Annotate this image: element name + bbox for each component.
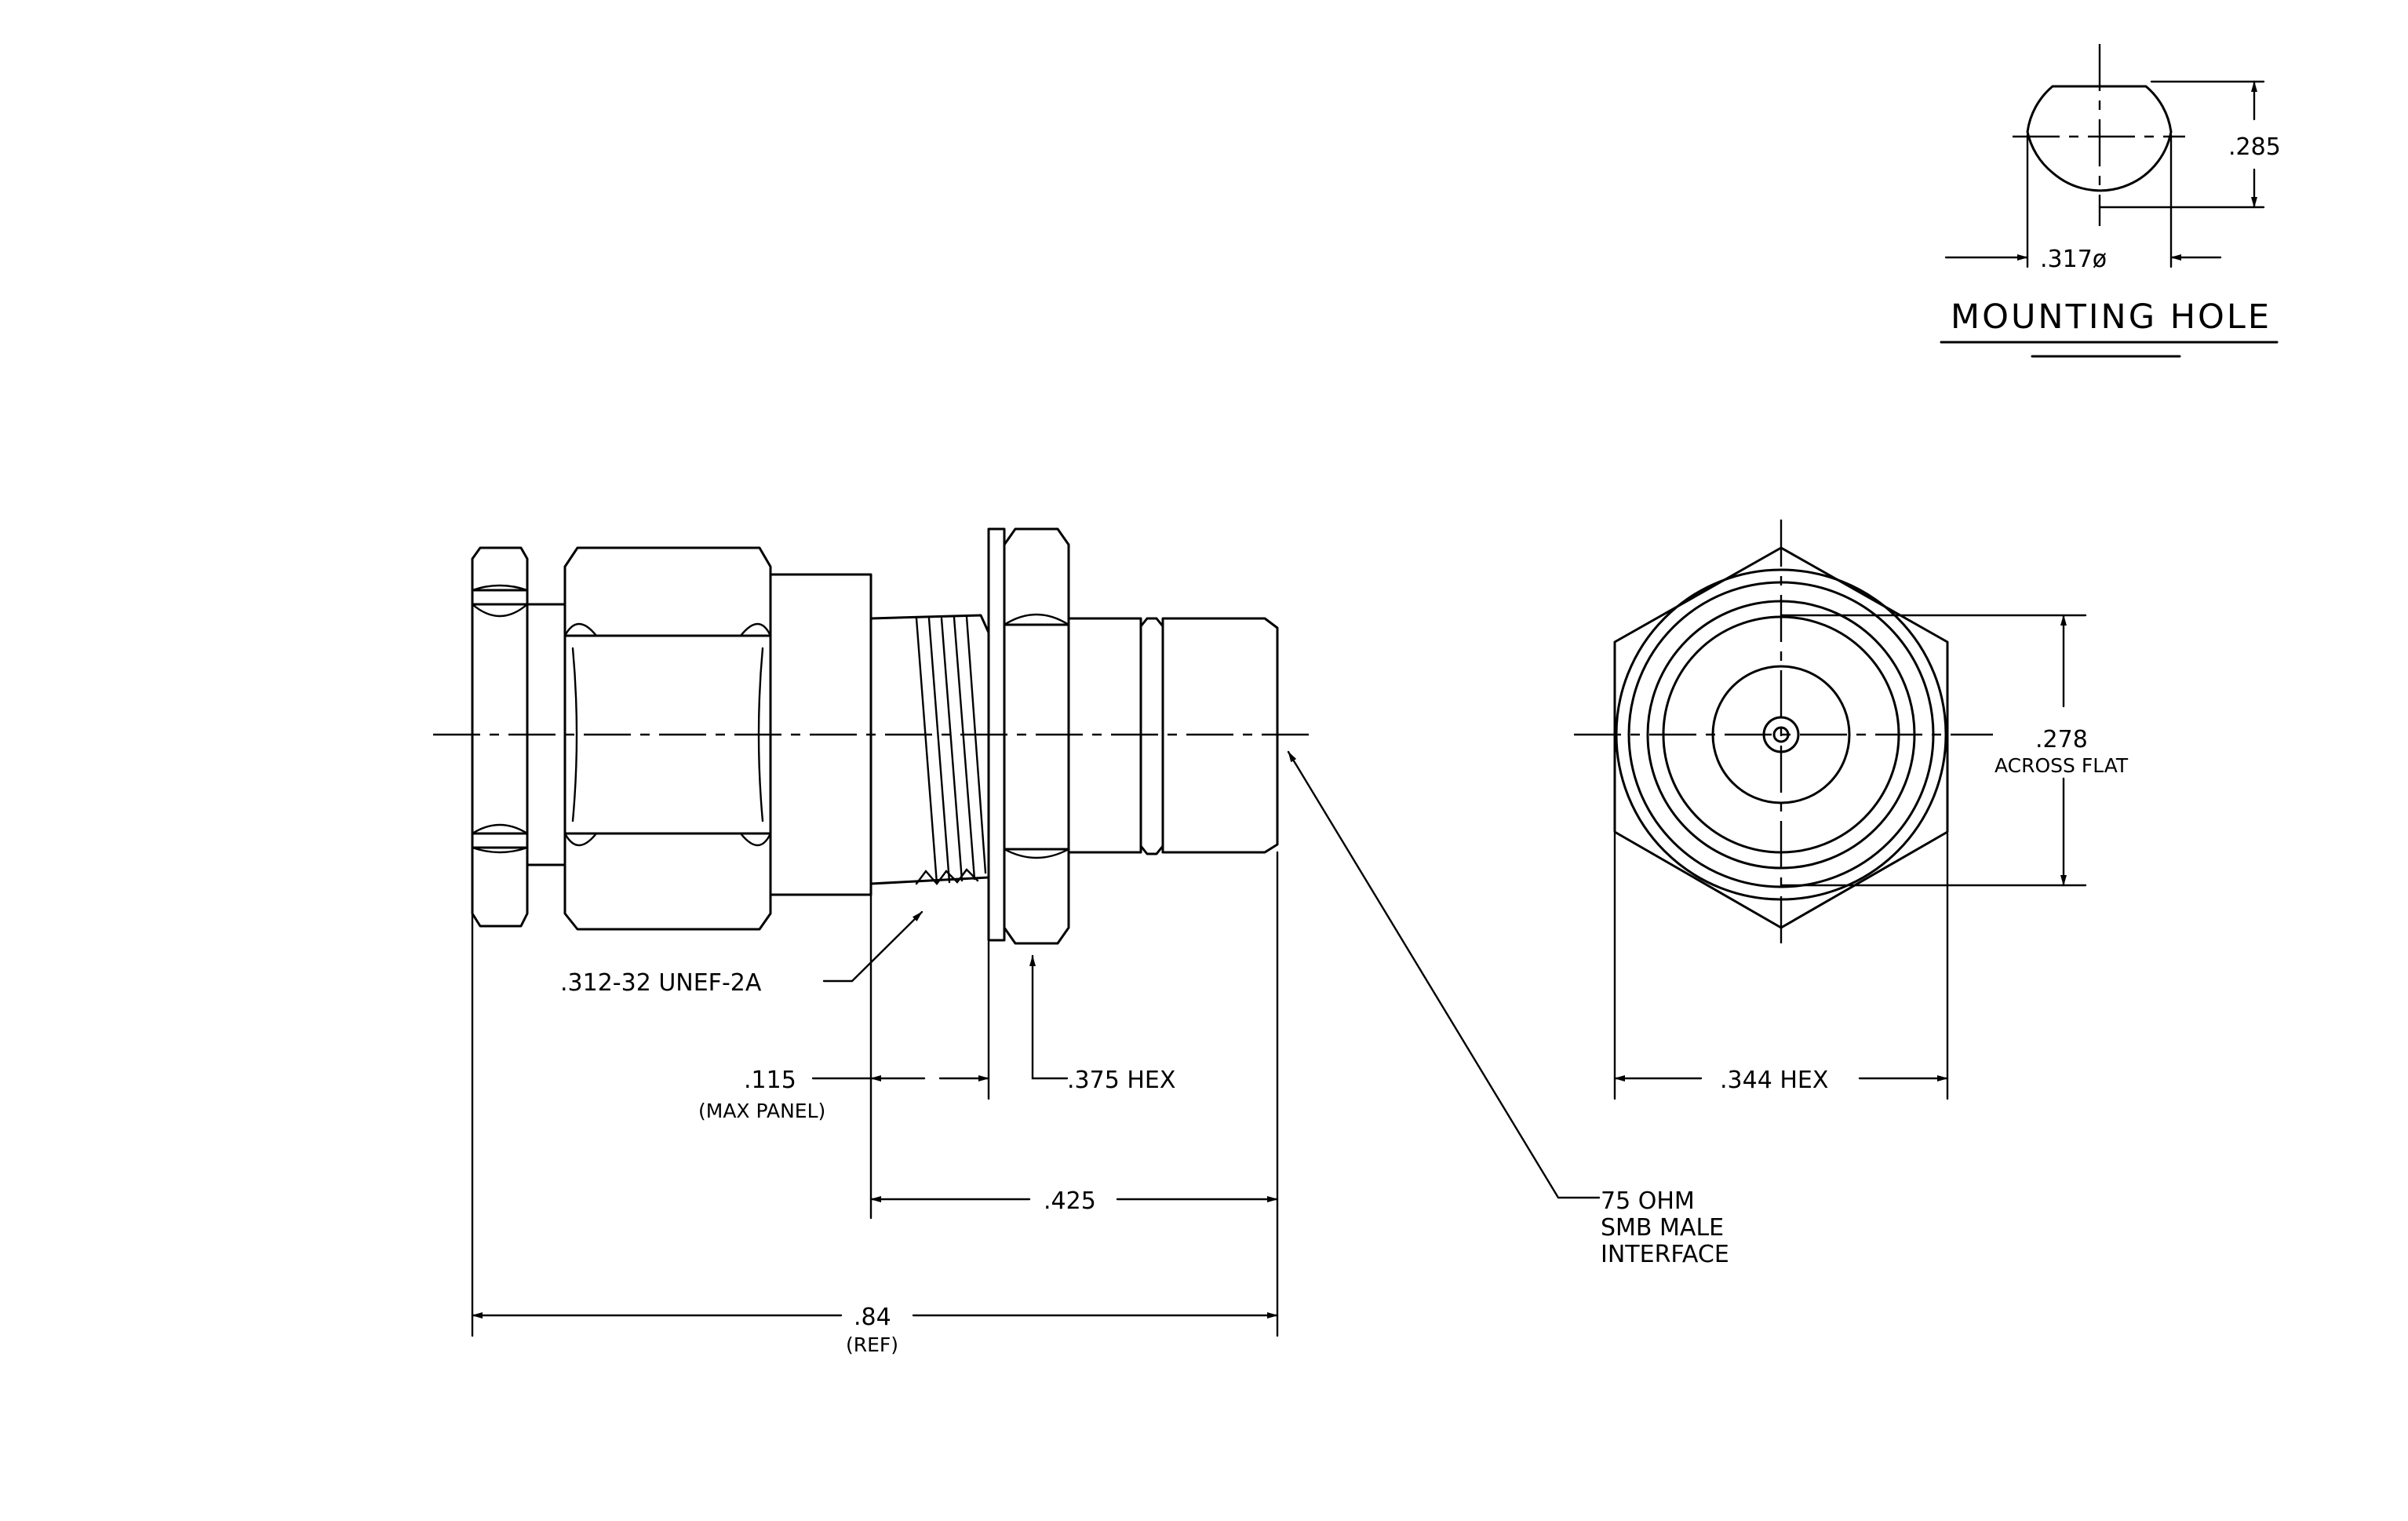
interface-length-dim: .425 [1044,1187,1096,1215]
interface-note-line2: SMB MALE [1601,1214,1724,1242]
overall-note: (REF) [846,1333,898,1356]
panel-dim: .115 [744,1067,796,1094]
overall-length-dim: .84 [854,1304,891,1331]
smb-interface [1161,617,1279,854]
end-view: .278 ACROSS FLAT .344 HEX [1574,520,2129,1100]
interface-note: 75 OHM SMB MALE INTERFACE [1287,750,1729,1268]
panel-note: (MAX PANEL) [698,1100,825,1122]
hex-width-dim: .344 HEX [1720,1067,1828,1094]
hole-height-dim: .285 [2228,133,2281,161]
hole-dia-dim: .317ø [2040,246,2107,273]
front-hex-nut [1003,527,1070,945]
side-view [433,527,1310,945]
thread-callout: .312-32 UNEF-2A [560,969,762,997]
threaded-section [869,614,990,885]
mounting-hole-title: MOUNTING HOLE [1951,297,2271,337]
interface-note-line1: 75 OHM [1601,1187,1695,1215]
across-flat-note: ACROSS FLAT [1995,754,2129,777]
interface-note-line3: INTERFACE [1601,1241,1729,1268]
mounting-hole-detail: .285 .317ø MOUNTING HOLE [1940,44,2281,358]
side-dimensions: .312-32 UNEF-2A .115 (MAX PANEL) .375 HE… [471,851,1279,1356]
rear-hex-nut [471,546,529,928]
hex-callout: .375 HEX [1067,1067,1175,1094]
mounting-hole-outline [2026,85,2173,192]
across-flat-dim: .278 [2035,726,2088,753]
body-hex [563,546,772,931]
